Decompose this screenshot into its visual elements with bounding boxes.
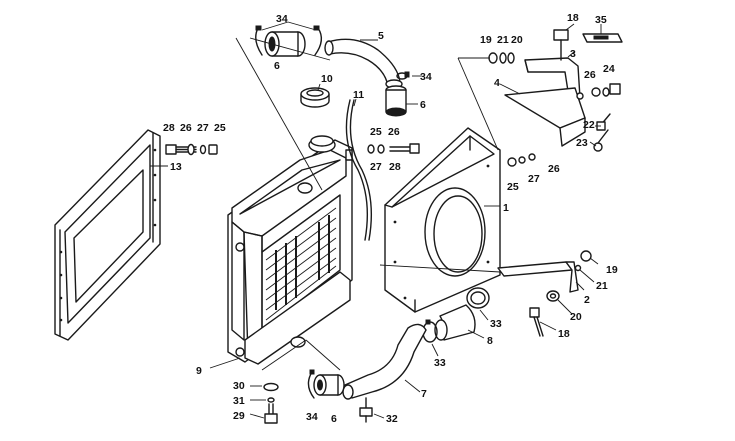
callout-33-lower: 33 bbox=[434, 357, 446, 369]
callout-19-top: 19 bbox=[480, 34, 492, 46]
part-10-radiator-cap bbox=[300, 87, 330, 108]
part-34-hose-clamps-upper bbox=[255, 25, 323, 56]
callout-26-left: 26 bbox=[180, 122, 192, 134]
drain-plug-set bbox=[263, 382, 279, 424]
fastener-set-middle bbox=[367, 143, 420, 154]
part-13-radiator-frame bbox=[54, 129, 161, 341]
part-34-clamp-upper-right bbox=[396, 71, 410, 80]
callout-9: 9 bbox=[196, 365, 202, 377]
callout-23: 23 bbox=[576, 137, 588, 149]
callout-31: 31 bbox=[233, 395, 245, 407]
callout-1: 1 bbox=[503, 202, 509, 214]
callout-6-right: 6 bbox=[420, 99, 426, 111]
part-9-radiator bbox=[227, 135, 353, 365]
part-5-upper-hose bbox=[324, 38, 403, 89]
callout-labels: 34 6 5 34 6 10 11 28 26 27 25 13 25 26 2… bbox=[163, 12, 618, 425]
callout-25-left: 25 bbox=[214, 122, 226, 134]
part-4-shroud-bracket bbox=[504, 87, 586, 147]
callout-20-lower: 20 bbox=[570, 311, 582, 323]
callout-8: 8 bbox=[487, 335, 493, 347]
callout-5: 5 bbox=[378, 30, 384, 42]
callout-26-right: 26 bbox=[584, 69, 596, 81]
fastener-set-left bbox=[165, 143, 218, 156]
callout-32: 32 bbox=[386, 413, 398, 425]
part-33-clamp-upper bbox=[466, 287, 490, 309]
fastener-set-right bbox=[591, 83, 621, 152]
fastener-set-shroud-right bbox=[507, 153, 536, 167]
part-35-plate bbox=[582, 33, 623, 43]
callout-33-upper: 33 bbox=[490, 318, 502, 330]
callout-34-right: 34 bbox=[420, 71, 432, 83]
callout-3: 3 bbox=[570, 48, 576, 60]
callout-25-mid: 25 bbox=[370, 126, 382, 138]
fastener-set-lower-right bbox=[529, 250, 592, 337]
callout-6-lower: 6 bbox=[331, 413, 337, 425]
callout-35: 35 bbox=[595, 14, 607, 26]
callout-20-top: 20 bbox=[511, 34, 523, 46]
callout-25-shroud: 25 bbox=[507, 181, 519, 193]
callout-18-lower: 18 bbox=[558, 328, 570, 340]
callout-22: 22 bbox=[583, 119, 595, 131]
part-2-lower-bracket bbox=[497, 261, 579, 293]
part-7-lower-pipe bbox=[342, 323, 427, 423]
part-8-hose bbox=[434, 304, 476, 341]
callout-28-mid: 28 bbox=[389, 161, 401, 173]
callout-2: 2 bbox=[584, 294, 590, 306]
callout-18-top: 18 bbox=[567, 12, 579, 24]
callout-21-lower: 21 bbox=[596, 280, 608, 292]
callout-29: 29 bbox=[233, 410, 245, 422]
callout-11: 11 bbox=[353, 89, 364, 101]
part-1-fan-shroud bbox=[384, 127, 501, 313]
callout-30: 30 bbox=[233, 380, 245, 392]
callout-4: 4 bbox=[494, 77, 500, 89]
part-11-overflow-tube bbox=[345, 99, 373, 241]
callout-26-mid: 26 bbox=[388, 126, 400, 138]
callout-24: 24 bbox=[603, 63, 615, 75]
callout-7: 7 bbox=[421, 388, 427, 400]
callout-34-lower: 34 bbox=[306, 411, 318, 423]
leader-lines bbox=[150, 21, 602, 419]
fastener-set-upper bbox=[488, 29, 569, 64]
callout-26-shroud: 26 bbox=[548, 163, 560, 175]
callout-6-top: 6 bbox=[274, 60, 280, 72]
callout-13: 13 bbox=[170, 161, 182, 173]
part-6-lower-hose-sleeve bbox=[307, 369, 345, 399]
callout-27-left: 27 bbox=[197, 122, 209, 134]
part-6-upper-hose-sleeve bbox=[264, 31, 306, 57]
callout-10: 10 bbox=[321, 73, 333, 85]
callout-28-left: 28 bbox=[163, 122, 175, 134]
callout-27-mid: 27 bbox=[370, 161, 382, 173]
callout-27-shroud: 27 bbox=[528, 173, 540, 185]
part-6-hose-sleeve-right bbox=[385, 85, 407, 117]
callout-19-lower: 19 bbox=[606, 264, 618, 276]
callout-34-top: 34 bbox=[276, 13, 288, 25]
callout-21-top: 21 bbox=[497, 34, 509, 46]
